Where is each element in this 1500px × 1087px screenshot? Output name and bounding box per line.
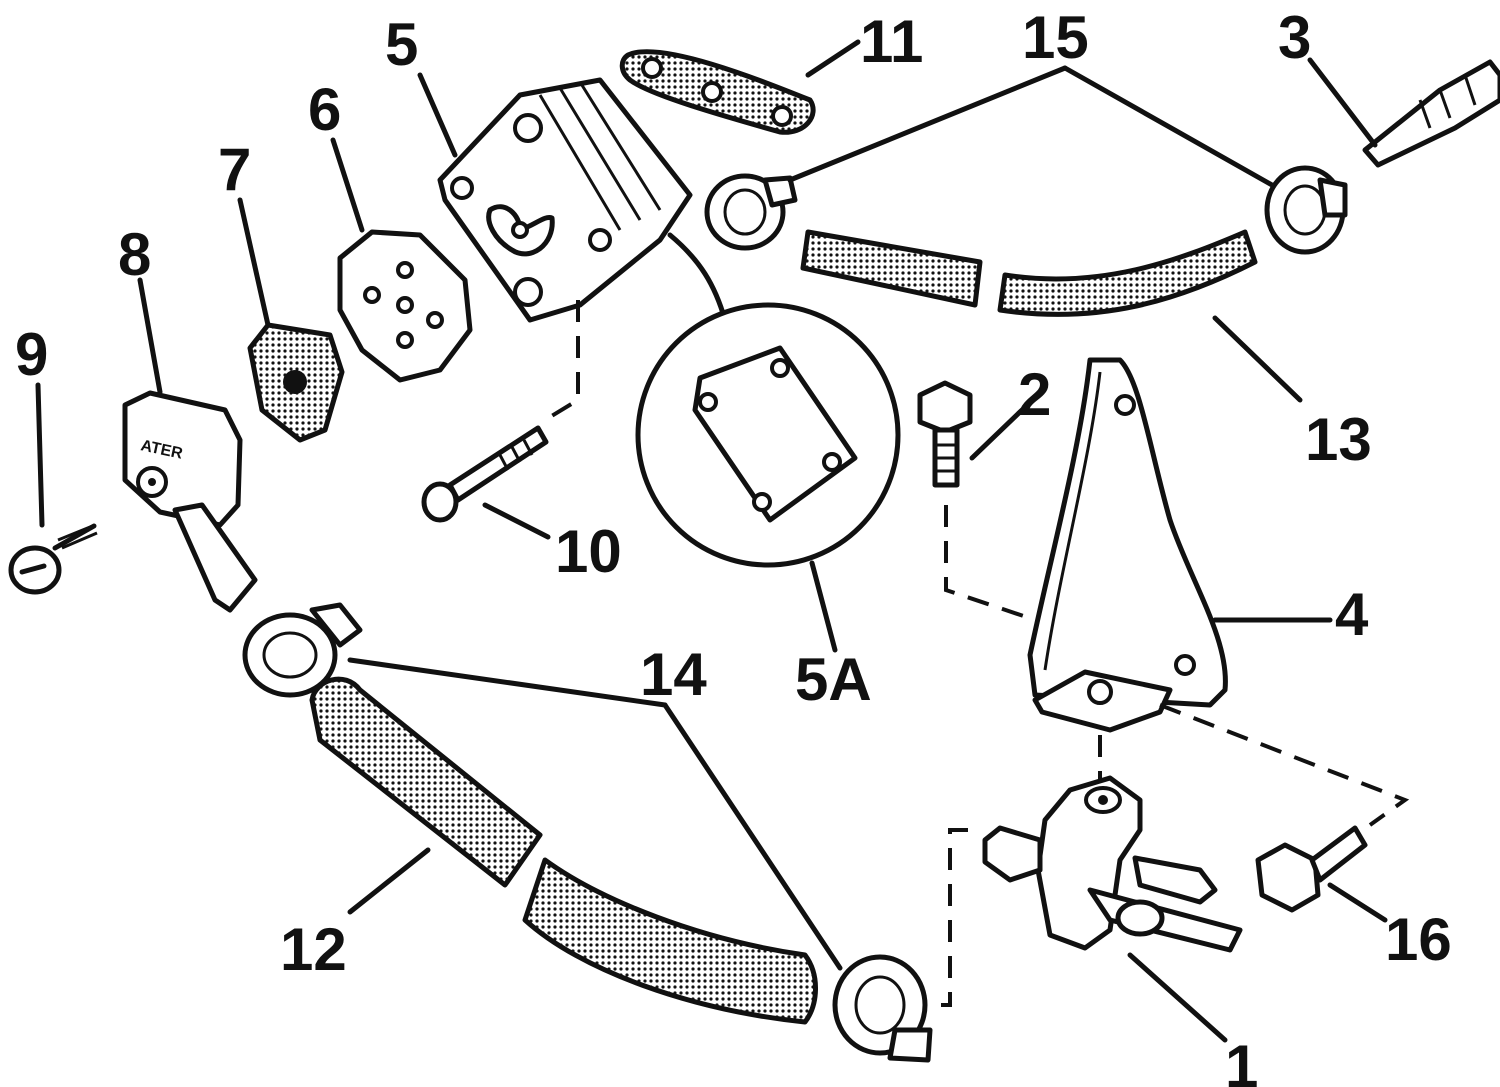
part-11-gasket [619, 49, 816, 135]
part-1-valve [930, 775, 1243, 1007]
callout-3: 3 [1278, 4, 1311, 71]
callout-15: 15 [1022, 4, 1089, 71]
callout-12: 12 [280, 916, 347, 983]
callout-1: 1 [1225, 1033, 1258, 1087]
part-6-plate [337, 229, 473, 383]
part-15-clamp-right [1264, 165, 1348, 255]
part-16-screw [1255, 825, 1368, 913]
part-4-bracket [1027, 357, 1410, 827]
callout-4: 4 [1335, 581, 1369, 648]
part-14-clamp-upper [242, 602, 363, 698]
part-5a-detail-circle [635, 302, 901, 653]
part-8-filter-housing: ATER [122, 390, 258, 613]
part-13-upper-hose [800, 229, 1258, 317]
callout-9: 9 [15, 321, 48, 388]
callout-5a: 5A [795, 646, 872, 713]
callout-6: 6 [308, 76, 341, 143]
part-10-bolt [421, 300, 580, 523]
callout-16: 16 [1385, 906, 1452, 973]
part-7-diaphragm [247, 322, 345, 443]
callout-5: 5 [385, 11, 418, 78]
part-3-fitting [1362, 59, 1500, 168]
callout-labels: 5 6 7 8 9 11 15 3 13 2 4 10 5A 14 12 16 … [15, 4, 1452, 1087]
part-5-fuel-pump [437, 77, 728, 323]
callout-10: 10 [555, 518, 622, 585]
callout-14: 14 [640, 641, 707, 708]
callout-8: 8 [118, 221, 151, 288]
callout-2: 2 [1018, 361, 1051, 428]
part-12-lower-hose [309, 676, 818, 1025]
part-9-screw [8, 523, 98, 595]
callout-7: 7 [218, 136, 251, 203]
callout-11: 11 [860, 8, 923, 75]
part-14-clamp-lower [832, 954, 933, 1063]
part-2-bolt [917, 380, 1081, 637]
part-15-clamp-left [704, 173, 798, 251]
leader-lines [35, 39, 1388, 1043]
callout-13: 13 [1305, 406, 1372, 473]
